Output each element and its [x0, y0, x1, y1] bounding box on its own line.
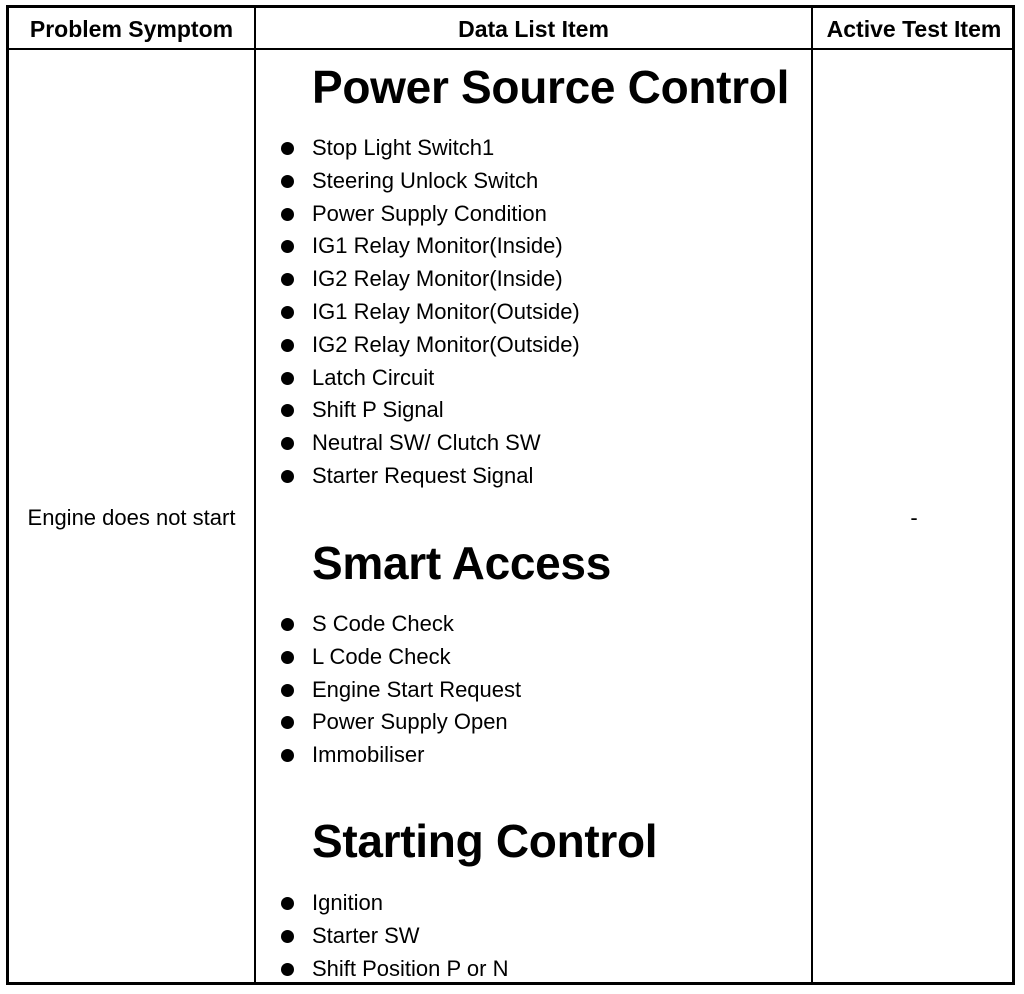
list-item-label: Neutral SW/ Clutch SW	[312, 430, 541, 456]
section-list-starting-control: Ignition Starter SW Shift Position P or …	[281, 887, 508, 985]
list-item-label: IG2 Relay Monitor(Outside)	[312, 331, 580, 357]
header-problem-symptom: Problem Symptom	[29, 16, 234, 42]
list-item-label: IG1 Relay Monitor(Outside)	[312, 298, 580, 324]
list-item: Starter Request Signal	[281, 460, 580, 493]
list-item: Stop Light Switch1	[281, 132, 580, 165]
bullet-icon	[281, 437, 294, 451]
bullet-icon	[281, 683, 294, 697]
bullet-icon	[281, 962, 294, 976]
bullet-icon	[281, 273, 294, 287]
list-item-label: Latch Circuit	[312, 364, 435, 390]
bullet-icon	[281, 716, 294, 730]
list-item: Steering Unlock Switch	[281, 165, 580, 198]
list-item: IG1 Relay Monitor(Inside)	[281, 230, 580, 263]
list-item: L Code Check	[281, 641, 521, 674]
list-item-label: Starter Request Signal	[312, 462, 534, 488]
bullet-icon	[281, 469, 294, 483]
bullet-icon	[281, 240, 294, 254]
problem-symptom-cell: Engine does not start	[27, 505, 236, 530]
bullet-icon	[281, 338, 294, 352]
list-item: S Code Check	[281, 608, 521, 641]
list-item-label: IG1 Relay Monitor(Inside)	[312, 233, 563, 259]
list-item: Engine Start Request	[281, 674, 521, 707]
list-item-label: Steering Unlock Switch	[312, 167, 539, 193]
list-item: IG1 Relay Monitor(Outside)	[281, 296, 580, 329]
bullet-icon	[281, 142, 294, 155]
bullet-icon	[281, 305, 294, 319]
header-active-test-item: Active Test Item	[826, 16, 1002, 42]
bullet-icon	[281, 174, 294, 188]
section-title-power-source-control: Power Source Control	[312, 61, 790, 113]
section-list-power-source-control: Stop Light Switch1 Steering Unlock Switc…	[281, 132, 580, 493]
active-test-cell: -	[910, 505, 918, 530]
list-item: IG2 Relay Monitor(Outside)	[281, 329, 580, 362]
list-item: Neutral SW/ Clutch SW	[281, 427, 580, 460]
list-item: Power Supply Open	[281, 706, 521, 739]
list-item: IG2 Relay Monitor(Inside)	[281, 263, 580, 296]
list-item-label: Starter SW	[312, 922, 420, 948]
list-item: Shift P Signal	[281, 394, 580, 427]
list-item: Immobiliser	[281, 739, 521, 772]
section-list-smart-access: S Code Check L Code Check Engine Start R…	[281, 608, 521, 772]
list-item-label: L Code Check	[312, 643, 451, 669]
section-title-smart-access: Smart Access	[312, 537, 611, 589]
list-item-label: Stop Light Switch1	[312, 135, 495, 160]
list-item: Shift Position P or N	[281, 953, 508, 986]
list-item-label: Power Supply Condition	[312, 200, 547, 226]
bullet-icon	[281, 929, 294, 943]
list-item-label: S Code Check	[312, 611, 454, 636]
column-divider	[254, 8, 256, 982]
bullet-icon	[281, 404, 294, 418]
list-item-label: Engine Start Request	[312, 676, 522, 702]
bullet-icon	[281, 207, 294, 221]
bullet-icon	[281, 749, 294, 763]
list-item-label: Shift Position P or N	[312, 955, 509, 981]
list-item-label: Immobiliser	[312, 742, 425, 768]
list-item-label: Ignition	[312, 890, 383, 915]
list-item-label: Shift P Signal	[312, 397, 444, 423]
diagnostic-table: Problem Symptom Data List Item Active Te…	[6, 5, 1015, 985]
bullet-icon	[281, 650, 294, 664]
list-item: Latch Circuit	[281, 362, 580, 395]
column-divider	[811, 8, 813, 982]
bullet-icon	[281, 618, 294, 631]
list-item-label: IG2 Relay Monitor(Inside)	[312, 266, 563, 292]
header-data-list-item: Data List Item	[458, 16, 609, 42]
bullet-icon	[281, 897, 294, 910]
header-divider	[9, 48, 1012, 50]
section-title-starting-control: Starting Control	[312, 815, 658, 867]
bullet-icon	[281, 371, 294, 385]
list-item: Starter SW	[281, 920, 508, 953]
list-item: Power Supply Condition	[281, 198, 580, 231]
list-item: Ignition	[281, 887, 508, 920]
list-item-label: Power Supply Open	[312, 709, 508, 735]
